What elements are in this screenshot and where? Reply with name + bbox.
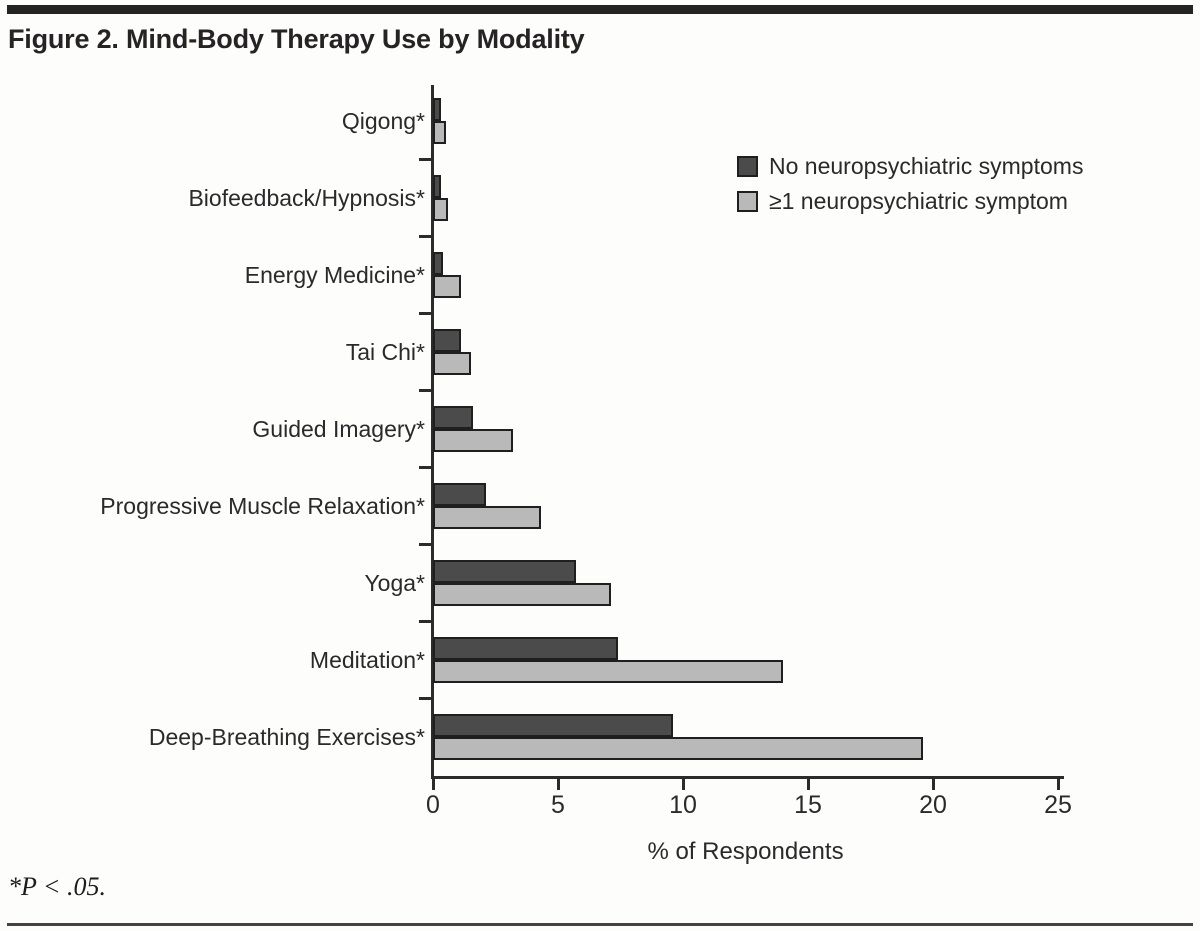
x-tick-label: 15 [794,791,822,819]
bar-no-symptoms [433,713,673,737]
bar-one-or-more-symptoms [433,736,923,760]
category-label: Guided Imagery* [252,415,425,442]
category-label: Biofeedback/Hypnosis* [188,184,425,211]
bar-no-symptoms [433,174,441,198]
bottom-rule [7,923,1193,926]
y-axis-tick [419,696,433,700]
bar-one-or-more-symptoms [433,351,471,375]
category-label: Yoga* [364,569,425,596]
bar-one-or-more-symptoms [433,582,611,606]
category-label: Qigong* [341,107,425,134]
category-label: Energy Medicine* [244,261,425,288]
category-label: Tai Chi* [345,338,425,365]
x-axis-tick [806,779,810,790]
legend-swatch-dark [737,155,758,177]
x-axis-tick [681,779,685,790]
x-tick-label: 0 [426,791,440,819]
category-label: Progressive Muscle Relaxation* [100,492,425,519]
legend-swatch-light [737,190,758,212]
category-label: Deep-Breathing Exercises* [148,723,425,750]
x-tick-label: 20 [919,791,947,819]
bar-no-symptoms [433,559,576,583]
x-axis-title: % of Respondents [647,838,844,865]
figure-title: Figure 2. Mind-Body Therapy Use by Modal… [8,24,585,54]
y-axis-tick [419,234,433,238]
x-axis-tick [556,779,560,790]
bar-one-or-more-symptoms [433,505,541,529]
bar-one-or-more-symptoms [433,428,513,452]
bar-one-or-more-symptoms [433,274,461,298]
x-axis-tick [1056,779,1060,790]
bar-no-symptoms [433,405,473,429]
bar-no-symptoms [433,482,486,506]
y-axis-tick [419,311,433,315]
y-axis-tick [419,619,433,623]
legend-label: No neuropsychiatric symptoms [769,152,1084,179]
footnote: *P < .05. [8,872,106,901]
y-axis-tick [419,542,433,546]
bar-no-symptoms [433,97,441,121]
bar-one-or-more-symptoms [433,659,783,683]
category-label: Meditation* [309,646,425,673]
y-axis-line [431,85,434,779]
y-axis-tick [419,388,433,392]
bar-no-symptoms [433,328,461,352]
y-axis-tick [419,157,433,161]
legend-item-no-symptoms: No neuropsychiatric symptoms [737,152,1084,179]
legend-label: ≥1 neuropsychiatric symptom [769,187,1068,214]
y-axis-tick [419,465,433,469]
x-tick-label: 25 [1044,791,1072,819]
bar-one-or-more-symptoms [433,120,446,144]
top-rule [7,5,1193,14]
x-axis-line [431,776,1064,779]
bar-no-symptoms [433,636,618,660]
x-tick-label: 5 [551,791,565,819]
legend-item-one-or-more-symptoms: ≥1 neuropsychiatric symptom [737,187,1083,214]
x-axis-tick [431,779,435,790]
bar-one-or-more-symptoms [433,197,448,221]
bar-no-symptoms [433,251,443,275]
chart-legend: No neuropsychiatric symptoms ≥1 neuropsy… [737,152,1084,225]
x-tick-label: 10 [669,791,697,819]
x-axis-tick [931,779,935,790]
